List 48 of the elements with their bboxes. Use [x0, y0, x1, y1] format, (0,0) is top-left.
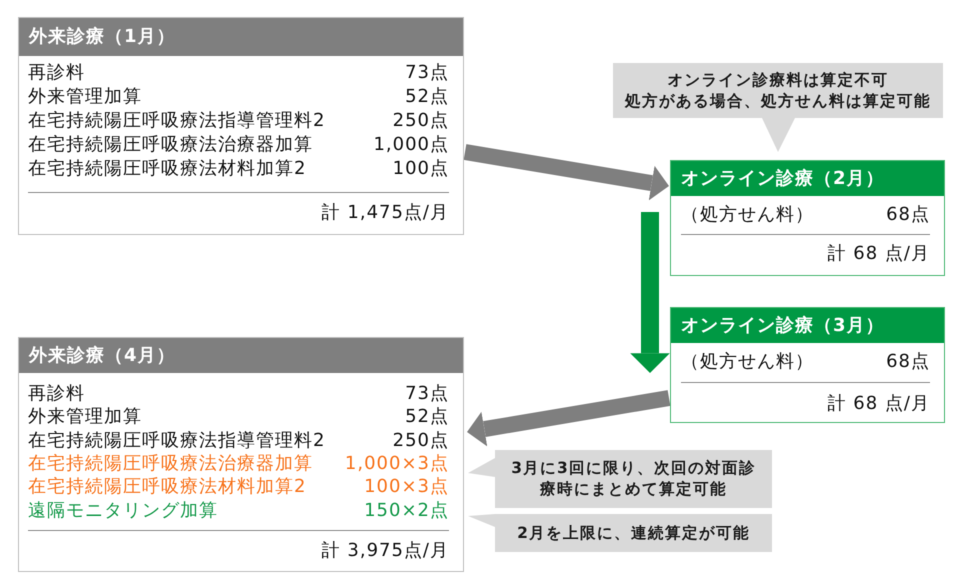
fee-item: 在宅持続陽圧呼吸療法指導管理料2	[28, 109, 326, 133]
fee-card	[670, 160, 945, 276]
fee-item: 在宅持続陽圧呼吸療法治療器加算	[28, 133, 313, 157]
fee-item: 遠隔モニタリング加算	[28, 498, 218, 522]
fee-item: 再診料	[28, 382, 85, 406]
arrow	[466, 390, 670, 446]
arrow	[464, 144, 670, 200]
fee-card	[18, 17, 464, 235]
fee-points: 73点	[405, 382, 449, 406]
card-header: 外来診療（4月）	[19, 338, 463, 373]
fee-points: 68点	[886, 350, 930, 374]
fee-points: 100点	[392, 157, 449, 181]
card-header: 外来診療（1月）	[19, 18, 463, 56]
callout-text: オンライン診療料は算定不可	[668, 70, 888, 90]
monthly-total: 計 3,975点/月	[322, 539, 449, 563]
fee-points: 250点	[392, 109, 449, 133]
fee-points: 1,000点	[373, 133, 449, 157]
fee-points: 100×3点	[364, 475, 449, 500]
card-header: オンライン診療（2月）	[671, 161, 944, 196]
speech-bubble	[613, 63, 943, 153]
fee-item: 外来管理加算	[28, 405, 142, 430]
callout-text: 3月に3回に限り、次回の対面診療時にまとめて算定可能	[510, 458, 757, 500]
fee-item: 在宅持続陽圧呼吸療法材料加算2	[28, 475, 306, 500]
speech-bubble	[468, 514, 772, 552]
fee-points: 52点	[405, 405, 449, 430]
fee-card	[670, 307, 945, 423]
fee-item: 再診料	[28, 61, 85, 85]
monthly-total: 計 68 点/月	[828, 392, 930, 416]
fee-item: 在宅持続陽圧呼吸療法指導管理料2	[28, 428, 326, 453]
fee-item: 在宅持続陽圧呼吸療法治療器加算	[28, 452, 313, 476]
fee-item: （処方せん料）	[681, 350, 814, 374]
fee-points: 150×2点	[364, 498, 449, 522]
fee-points: 73点	[405, 61, 449, 85]
callout-text: 2月を上限に、連続算定が可能	[517, 522, 750, 544]
arrow	[630, 212, 670, 373]
fee-card	[18, 337, 464, 572]
fee-points: 52点	[405, 85, 449, 109]
card-header: オンライン診療（3月）	[671, 308, 944, 343]
fee-item: 在宅持続陽圧呼吸療法材料加算2	[28, 157, 306, 181]
monthly-total: 計 68 点/月	[828, 242, 930, 266]
speech-bubble	[468, 450, 772, 508]
fee-points: 250点	[392, 428, 449, 453]
callout-text: 処方がある場合、処方せん料は算定可能	[625, 90, 931, 112]
monthly-total: 計 1,475点/月	[322, 201, 449, 225]
fee-item: （処方せん料）	[681, 203, 814, 227]
fee-points: 68点	[886, 203, 930, 227]
fee-item: 外来管理加算	[28, 85, 142, 109]
fee-points: 1,000×3点	[344, 452, 449, 476]
